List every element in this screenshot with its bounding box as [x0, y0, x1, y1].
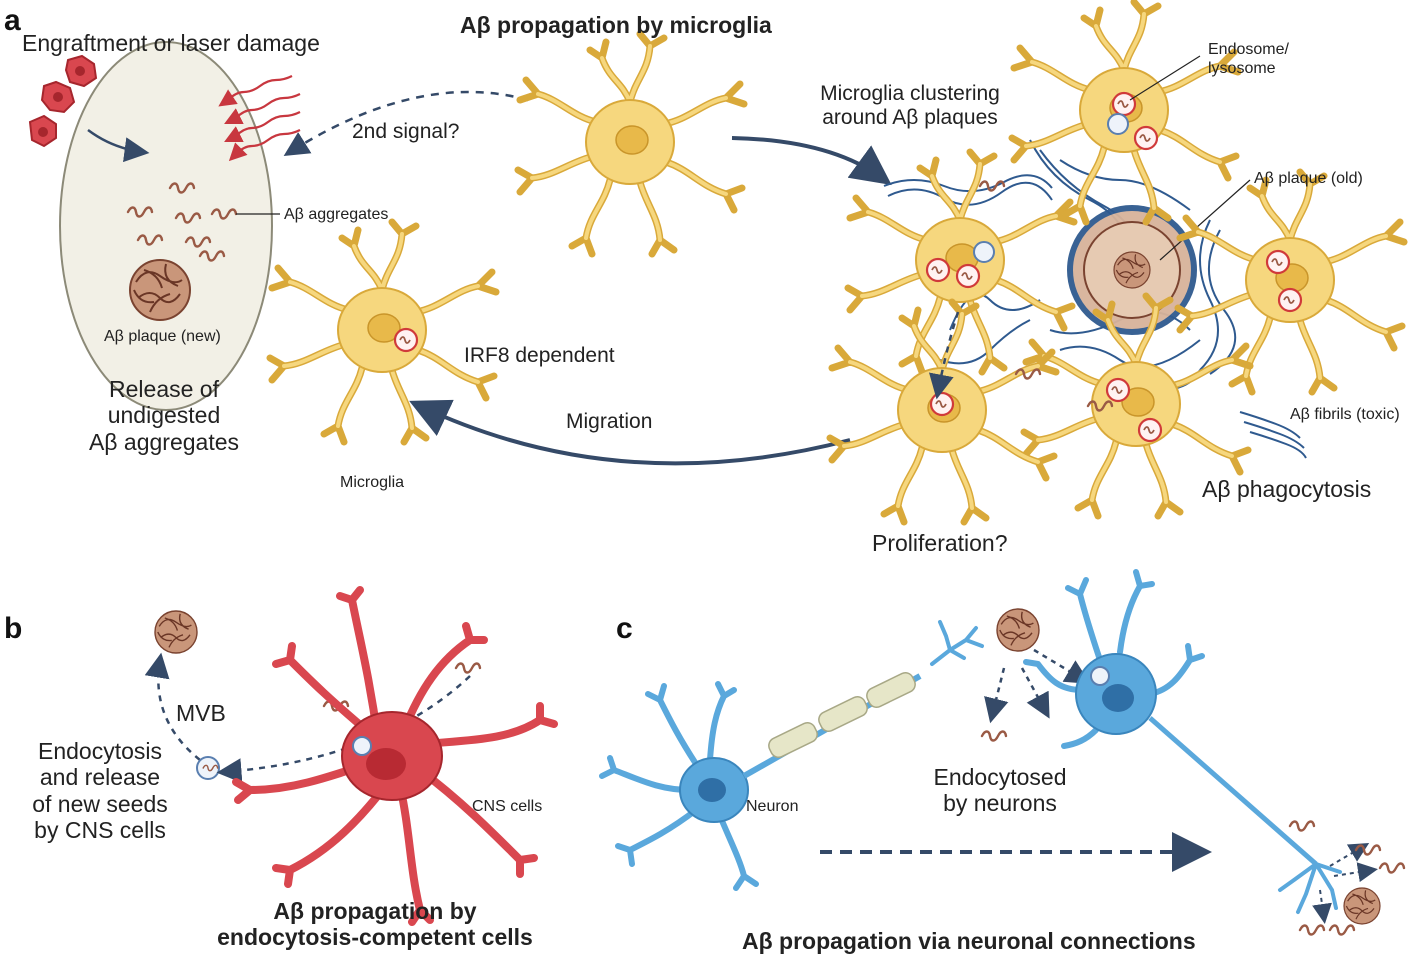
microglia-cluster-right [1178, 172, 1404, 392]
microglia-cluster-left [848, 152, 1074, 372]
axon-terminal [930, 620, 984, 666]
clustering-text: Microglia clustering around Aβ plaques [820, 82, 1000, 130]
endosome-label: Endosome/ lysosome [1208, 41, 1289, 78]
second-signal-arrow [283, 90, 529, 156]
terminal-release [1288, 820, 1406, 936]
microglia-left [270, 222, 496, 442]
panel-b-title: Aβ propagation by endocytosis-competent … [217, 898, 533, 951]
new-plaque [129, 259, 191, 321]
panel-a-title: Aβ propagation by microglia [460, 12, 772, 38]
plaque-old-label: Aβ plaque (old) [1254, 170, 1363, 187]
panel-b [144, 586, 558, 926]
proliferation-label: Proliferation? [872, 530, 1008, 556]
clustering-arrow [731, 136, 892, 186]
panel-a [28, 2, 1404, 522]
cns-cell [232, 586, 558, 926]
fibrils-label: Aβ fibrils (toxic) [1290, 406, 1400, 423]
microglia-label: Microglia [340, 474, 405, 491]
proliferation-arrow [928, 311, 960, 400]
tissue-oval [59, 41, 273, 411]
mvb-label: MVB [176, 700, 226, 726]
second-signal-label: 2nd signal? [352, 120, 460, 143]
plaque-new-label: Aβ plaque (new) [104, 328, 221, 345]
engraftment-label: Engraftment or laser damage [22, 30, 320, 56]
plaque-old-pointer [1159, 179, 1251, 261]
microglia-top [518, 34, 744, 254]
endocytosed-text: Endocytosed by neurons [933, 764, 1067, 817]
neuron-left [599, 673, 922, 891]
engrafted-cells [28, 54, 98, 148]
neuron-right [1023, 569, 1342, 914]
release-arrow [144, 652, 201, 761]
panel-label-c: c [616, 612, 633, 645]
release-text: Release of undigested Aβ aggregates [88, 376, 240, 455]
endocytosis-text: Endocytosis and release of new seeds by … [32, 738, 168, 844]
panel-label-b: b [4, 612, 23, 645]
migration-arrow [409, 399, 851, 466]
endosome-pointer [1129, 55, 1201, 101]
panel-label-a: a [4, 4, 21, 37]
old-plaque [1067, 205, 1197, 335]
migration-label: Migration [566, 410, 653, 433]
irf8-label: IRF8 dependent [464, 344, 615, 367]
phagocytosis-label: Aβ phagocytosis [1202, 476, 1372, 502]
cns-cells-label: CNS cells [472, 798, 543, 815]
engraftment-arrow [87, 128, 150, 163]
neuron-label: Neuron [746, 798, 799, 815]
ab-aggregates-label: Aβ aggregates [284, 206, 389, 223]
endocytosis-arrow [216, 675, 471, 784]
panel-c-title: Aβ propagation via neuronal connections [742, 928, 1196, 954]
myelin-sheath [768, 672, 916, 758]
panel-c [599, 569, 1406, 936]
